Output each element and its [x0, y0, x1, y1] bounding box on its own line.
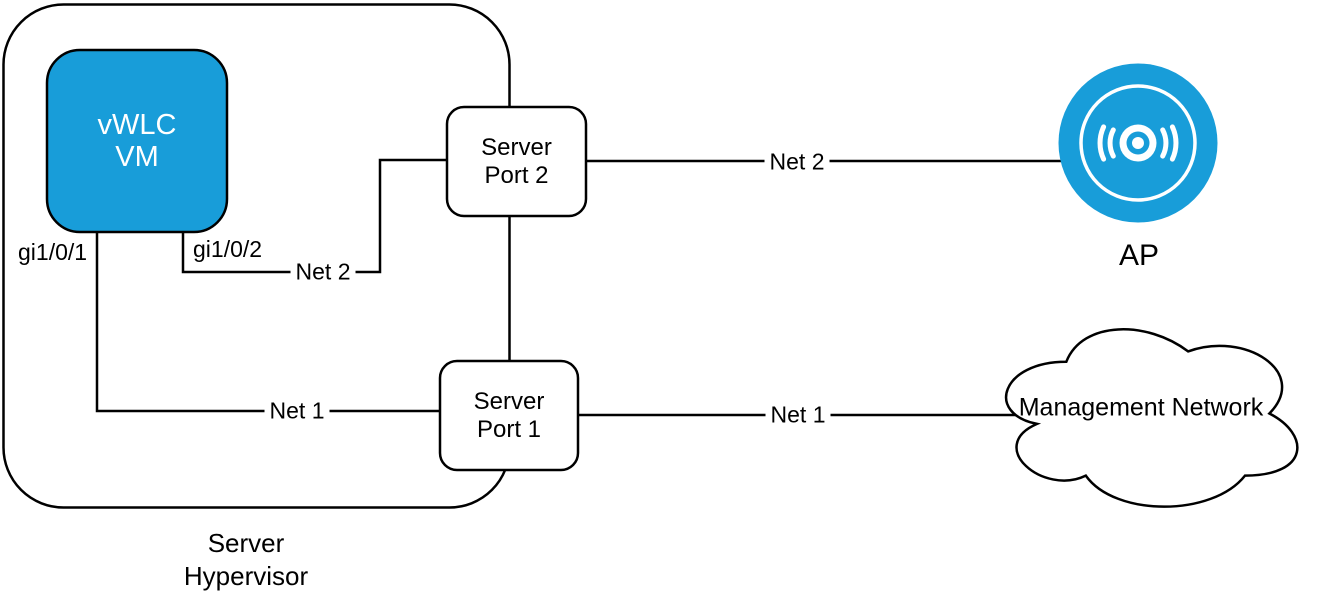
server-hypervisor-label: Server Hypervisor [184, 527, 308, 593]
net2-ap-edge-label: Net 2 [764, 148, 830, 176]
net2-internal-edge-label: Net 2 [290, 258, 356, 286]
vwlc-vm-label-line1: vWLC [97, 109, 177, 141]
vwlc-vm-label-line2: VM [115, 141, 159, 173]
server-port-2-label-line2: Port 2 [484, 161, 549, 189]
net1-internal-edge-label: Net 1 [264, 397, 330, 425]
vwlc-vm-label: vWLC VM [47, 50, 227, 232]
server-port-1-label-line1: Server [473, 387, 545, 415]
server-port-1-node [438, 359, 580, 472]
ap-node-label: AP [1118, 239, 1160, 272]
net1-management-edge-label: Net 1 [765, 401, 831, 429]
wireless-access-point-icon [1058, 63, 1218, 223]
server-port-2-label-line1: Server [481, 133, 552, 161]
edge-gi102-net2 [181, 158, 470, 274]
server-hypervisor-label-line1: Server [207, 528, 285, 558]
server-port-1-label-line2: Port 1 [476, 415, 542, 443]
server-hypervisor-label-line2: Hypervisor [183, 561, 309, 591]
management-network-label: Management Network [1018, 393, 1264, 422]
gi102-port-label: gi1/0/2 [193, 236, 263, 262]
server-port-1-label: Server Port 1 [440, 361, 578, 470]
server-port-2-node [445, 105, 588, 218]
gi101-port-label: gi1/0/1 [18, 239, 88, 265]
server-port-2-label: Server Port 2 [447, 107, 586, 216]
vwlc-vm-node [45, 48, 229, 234]
edge-gi101-net1 [95, 228, 470, 413]
management-network-cloud [1004, 328, 1299, 508]
